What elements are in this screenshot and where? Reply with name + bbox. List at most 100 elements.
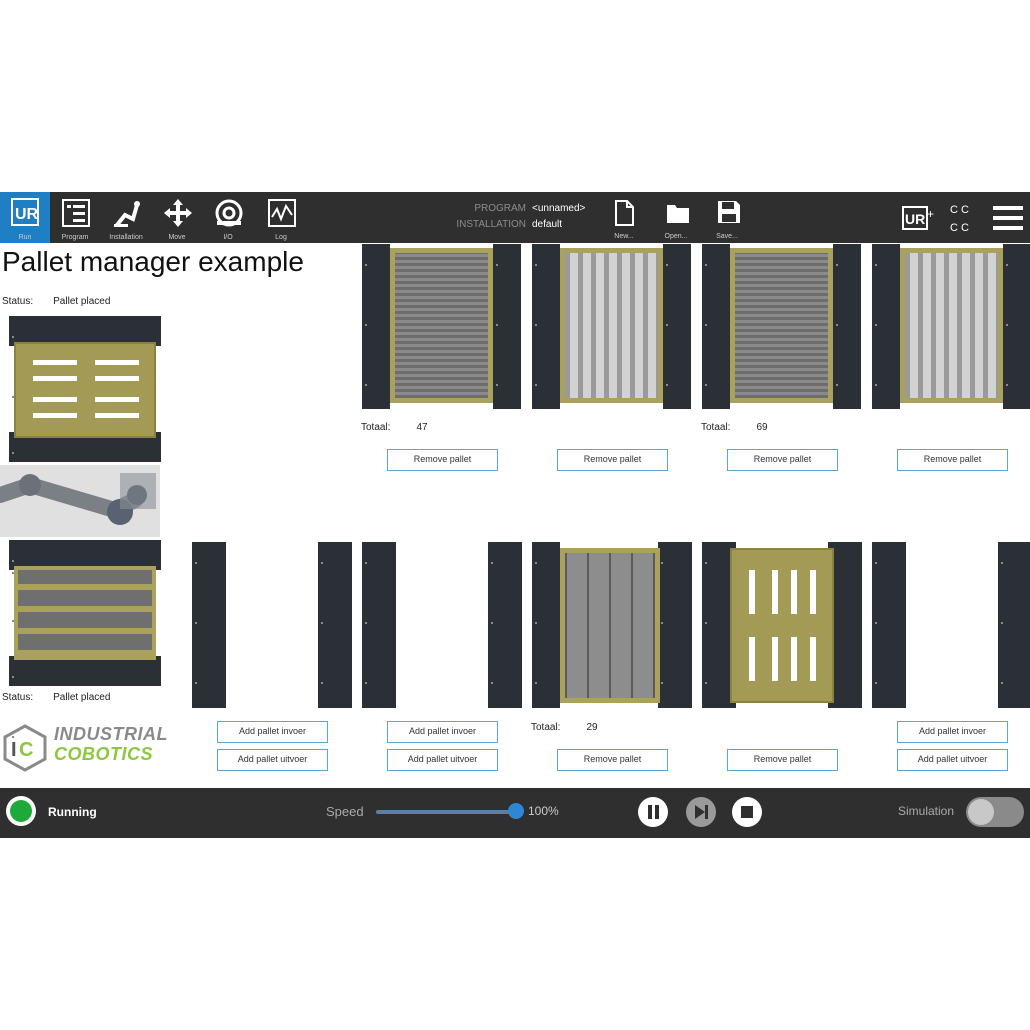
station2-pallet bbox=[560, 248, 663, 403]
infeed-rail-top bbox=[9, 316, 161, 346]
nav-log[interactable]: Log bbox=[256, 192, 306, 243]
station9-add-invoer-button[interactable]: Add pallet invoer bbox=[897, 721, 1008, 743]
save-label: Save... bbox=[716, 233, 738, 240]
nav-run-label: Run bbox=[18, 234, 32, 241]
cc-indicator: C C C C bbox=[950, 201, 969, 237]
save-button[interactable]: Save... bbox=[707, 196, 747, 242]
svg-text:UR: UR bbox=[905, 211, 925, 227]
station1-totaal: Totaal: 47 bbox=[361, 422, 428, 433]
speed-slider-track[interactable] bbox=[376, 810, 518, 814]
station3-remove-pallet-button[interactable]: Remove pallet bbox=[727, 449, 838, 471]
io-icon bbox=[215, 199, 243, 227]
status-top: Status: Pallet placed bbox=[2, 296, 110, 307]
industrial-cobotics-logo-image: I C bbox=[3, 724, 47, 772]
status-bottom: Status: Pallet placed bbox=[2, 692, 110, 703]
station8-pallet bbox=[730, 548, 834, 703]
station3-totaal: Totaal: 69 bbox=[701, 422, 768, 433]
station5-rail-right bbox=[318, 542, 352, 708]
nav-program[interactable]: Program bbox=[50, 192, 100, 243]
installation-name: default bbox=[532, 219, 563, 230]
station3-rail-left bbox=[702, 244, 730, 409]
industrial-cobotics-logo: I C INDUSTRIAL COBOTICS bbox=[2, 720, 192, 776]
station7-totaal-label: Totaal: bbox=[531, 722, 561, 733]
svg-text:UR: UR bbox=[15, 206, 39, 223]
program-key: PROGRAM bbox=[474, 203, 526, 214]
pause-button[interactable] bbox=[638, 797, 668, 827]
cc-top: C C bbox=[950, 204, 969, 216]
station3-rail-right bbox=[833, 244, 861, 409]
status-top-value: Pallet placed bbox=[53, 296, 111, 307]
status-bottom-label: Status: bbox=[2, 692, 34, 703]
new-label: New... bbox=[614, 233, 634, 240]
stop-button[interactable] bbox=[732, 797, 762, 827]
station8-remove-pallet-button[interactable]: Remove pallet bbox=[727, 749, 838, 771]
station5-add-uitvoer-button[interactable]: Add pallet uitvoer bbox=[217, 749, 328, 771]
logo-line1: INDUSTRIAL bbox=[54, 724, 168, 744]
new-file-icon bbox=[615, 200, 634, 226]
station2-remove-pallet-button[interactable]: Remove pallet bbox=[557, 449, 668, 471]
simulation-toggle[interactable] bbox=[966, 797, 1024, 827]
speed-value: 100% bbox=[528, 804, 559, 818]
program-name: <unnamed> bbox=[532, 203, 586, 214]
step-button[interactable] bbox=[686, 797, 716, 827]
station1-rail-right bbox=[493, 244, 521, 409]
program-icon bbox=[62, 199, 90, 227]
nav-io[interactable]: I/O bbox=[203, 192, 253, 243]
station6-add-invoer-button[interactable]: Add pallet invoer bbox=[387, 721, 498, 743]
station6-add-uitvoer-button[interactable]: Add pallet uitvoer bbox=[387, 749, 498, 771]
nav-installation[interactable]: Installation bbox=[101, 192, 151, 243]
station5-add-invoer-button[interactable]: Add pallet invoer bbox=[217, 721, 328, 743]
open-label: Open... bbox=[664, 233, 688, 240]
nav-io-label: I/O bbox=[223, 234, 233, 241]
ur-logo-icon: UR bbox=[11, 198, 39, 226]
move-icon bbox=[164, 199, 192, 227]
status-bottom-value: Pallet placed bbox=[53, 692, 111, 703]
simulation-label: Simulation bbox=[898, 804, 955, 818]
station9-rail-left bbox=[872, 542, 906, 708]
logo-line2: COBOTICS bbox=[54, 744, 154, 764]
station9-add-uitvoer-button[interactable]: Add pallet uitvoer bbox=[897, 749, 1008, 771]
outfeed-rail-top bbox=[9, 540, 161, 570]
step-forward-icon bbox=[695, 805, 708, 819]
station5-rail-left bbox=[192, 542, 226, 708]
installation-key: INSTALLATION bbox=[456, 219, 526, 230]
station7-totaal: Totaal: 29 bbox=[531, 722, 598, 733]
station7-rail-right bbox=[658, 542, 692, 708]
robot-arm-image bbox=[0, 465, 160, 537]
speed-slider-handle[interactable] bbox=[508, 803, 524, 819]
station7-totaal-value: 29 bbox=[586, 722, 598, 733]
station1-pallet bbox=[390, 248, 493, 403]
cc-bottom: C C bbox=[950, 222, 969, 234]
station6-rail-right bbox=[488, 542, 522, 708]
page-title: Pallet manager example bbox=[2, 246, 304, 277]
nav-move[interactable]: Move bbox=[152, 192, 202, 243]
nav-log-label: Log bbox=[275, 234, 287, 241]
installation-icon bbox=[114, 201, 140, 227]
hamburger-menu-icon[interactable] bbox=[992, 204, 1024, 232]
program-info: PROGRAM <unnamed> INSTALLATION default bbox=[440, 201, 585, 233]
nav-run[interactable]: UR Run bbox=[0, 192, 50, 243]
station1-remove-pallet-button[interactable]: Remove pallet bbox=[387, 449, 498, 471]
infeed-pallet bbox=[14, 342, 156, 438]
station7-remove-pallet-button[interactable]: Remove pallet bbox=[557, 749, 668, 771]
svg-text:I: I bbox=[11, 739, 17, 761]
bottom-bar: Running Speed 100% Simulation bbox=[0, 788, 1030, 838]
outfeed-rail-bottom bbox=[9, 656, 161, 686]
station3-totaal-label: Totaal: bbox=[701, 422, 731, 433]
open-button[interactable]: Open... bbox=[656, 196, 696, 242]
station1-totaal-label: Totaal: bbox=[361, 422, 391, 433]
station1-totaal-value: 47 bbox=[416, 422, 428, 433]
station4-rail-right bbox=[1003, 244, 1030, 409]
station4-remove-pallet-button[interactable]: Remove pallet bbox=[897, 449, 1008, 471]
station3-totaal-value: 69 bbox=[756, 422, 768, 433]
station2-rail-left bbox=[532, 244, 560, 409]
station7-rail-left bbox=[532, 542, 560, 708]
nav-installation-label: Installation bbox=[109, 234, 143, 241]
running-status-label: Running bbox=[48, 805, 97, 819]
nav-program-label: Program bbox=[61, 234, 89, 241]
new-button[interactable]: New... bbox=[604, 196, 644, 242]
running-status-icon bbox=[6, 796, 36, 826]
status-top-label: Status: bbox=[2, 296, 34, 307]
urcaps-icon[interactable]: UR+ bbox=[902, 206, 938, 230]
svg-text:+: + bbox=[927, 207, 934, 221]
